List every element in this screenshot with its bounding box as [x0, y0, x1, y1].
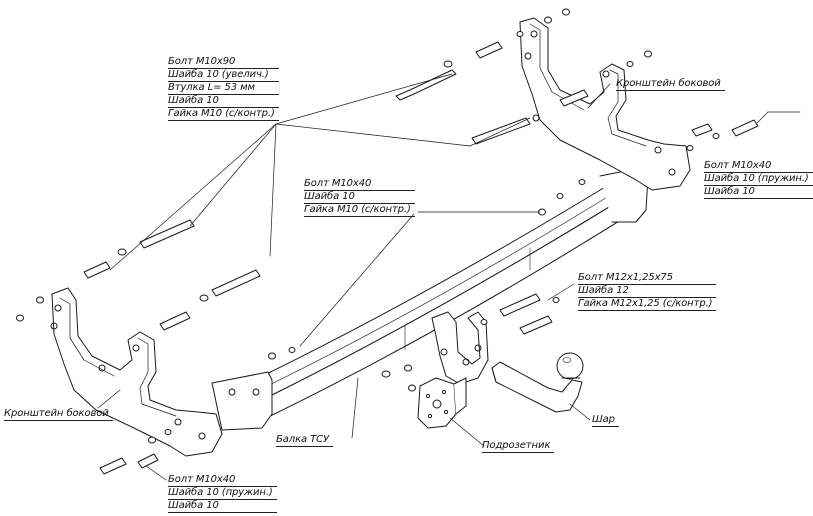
- label-ball: Шар: [592, 414, 619, 427]
- callout-bottom-left-line-3: Шайба 10: [168, 500, 277, 513]
- callout-ball-mount-line-1: Болт М12х1,25х75: [578, 272, 717, 285]
- callout-center: Болт М10х40 Шайба 10 Гайка М10 (с/контр.…: [304, 178, 415, 217]
- callout-top-left-line-4: Шайба 10: [168, 95, 279, 108]
- callout-center-line-1: Болт М10х40: [304, 178, 415, 191]
- callout-ball-mount-line-3: Гайка М12х1,25 (с/контр.): [578, 298, 717, 311]
- callout-right-bolts-line-3: Шайба 10: [704, 186, 813, 199]
- callout-bottom-left-line-1: Болт М10х40: [168, 474, 277, 487]
- side-bracket-right: [519, 17, 691, 191]
- label-bracket-left: Кронштейн боковой: [4, 408, 113, 421]
- callout-center-line-3: Гайка М10 (с/контр.): [304, 204, 415, 217]
- tow-ball: [491, 352, 584, 413]
- callout-ball-mount: Болт М12х1,25х75 Шайба 12 Гайка М12х1,25…: [578, 272, 717, 311]
- callout-bottom-left-line-2: Шайба 10 (пружин.): [168, 487, 277, 500]
- label-beam: Балка ТСУ: [276, 434, 334, 447]
- callout-right-bolts: Болт М10х40 Шайба 10 (пружин.) Шайба 10: [704, 160, 813, 199]
- callout-top-left-line-5: Гайка М10 (с/контр.): [168, 108, 279, 121]
- callout-top-left-line-1: Болт М10х90: [168, 56, 279, 69]
- label-socket-plate: Подрозетник: [482, 440, 555, 453]
- callout-right-bolts-line-2: Шайба 10 (пружин.): [704, 173, 813, 186]
- callout-top-left: Болт М10х90 Шайба 10 (увелич.) Втулка L=…: [168, 56, 279, 121]
- callout-ball-mount-line-2: Шайба 12: [578, 285, 717, 298]
- socket-plate: [417, 377, 467, 429]
- callout-right-bolts-line-1: Болт М10х40: [704, 160, 813, 173]
- callout-bottom-left: Болт М10х40 Шайба 10 (пружин.) Шайба 10: [168, 474, 277, 513]
- callout-top-left-line-3: Втулка L= 53 мм: [168, 82, 279, 95]
- callout-center-line-2: Шайба 10: [304, 191, 415, 204]
- ball-mount-bracket: [431, 311, 489, 385]
- label-bracket-right: Кронштейн боковой: [616, 78, 725, 91]
- leader-lines: [97, 73, 801, 481]
- side-bracket-left: [50, 287, 223, 457]
- towbar-beam: [211, 167, 649, 431]
- callout-top-left-line-2: Шайба 10 (увелич.): [168, 69, 279, 82]
